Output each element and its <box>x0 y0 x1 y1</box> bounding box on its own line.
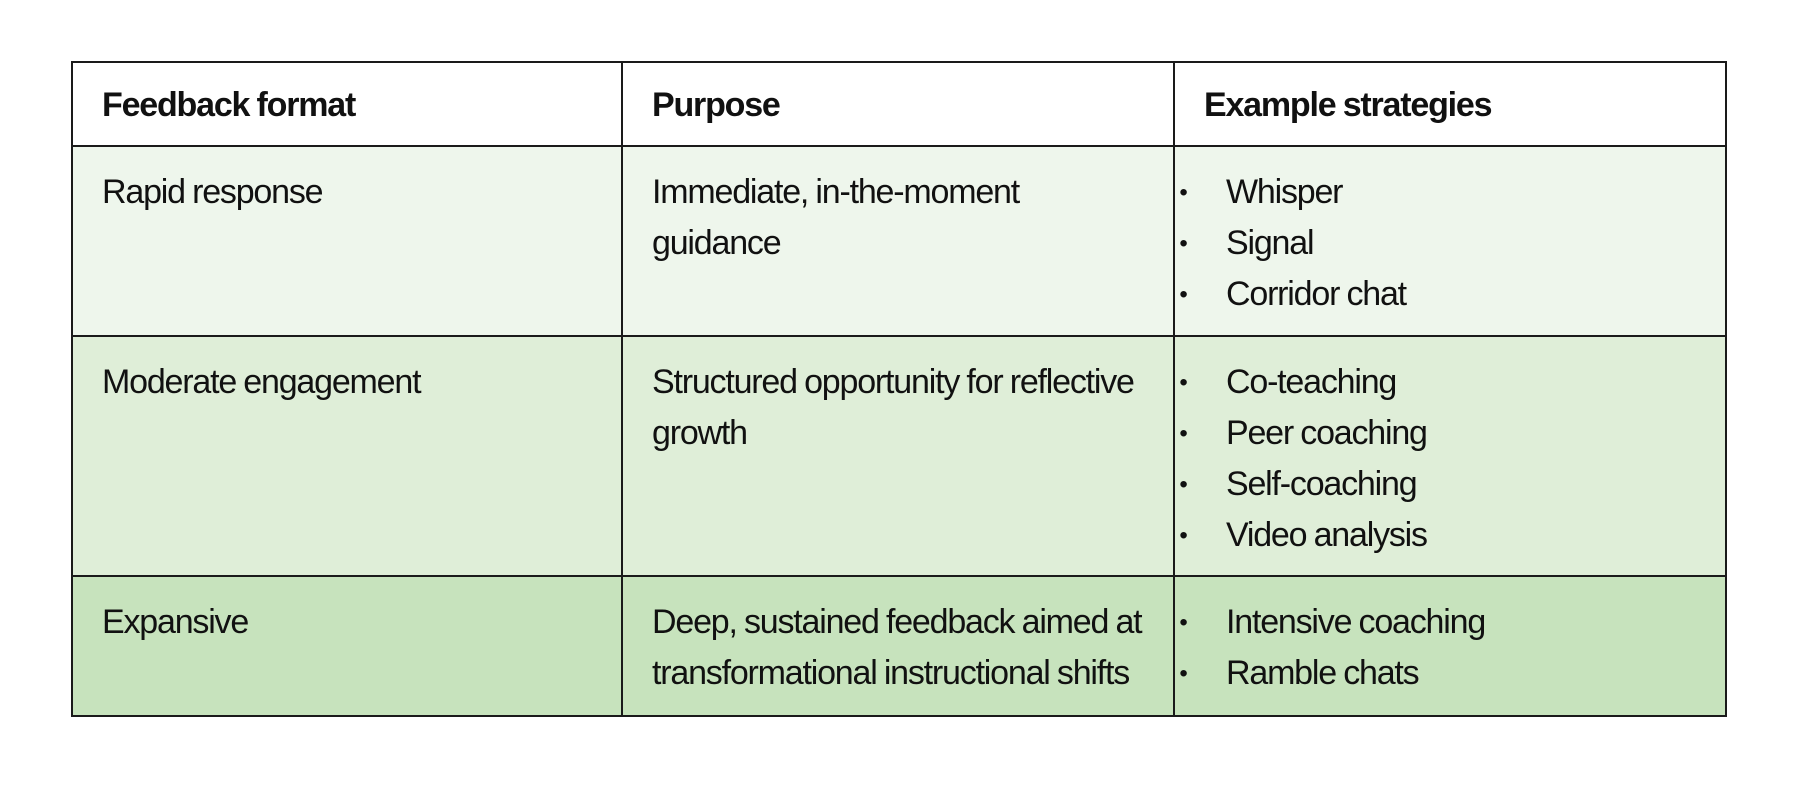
strategies-cell: • Co-teaching • Peer coaching • Self-coachi… <box>1173 335 1727 577</box>
purpose-cell: Immediate, in-the-moment guidance <box>621 145 1175 337</box>
strategy-label: Whisper <box>1226 173 1343 211</box>
format-cell: Expansive <box>71 575 623 717</box>
bullet-icon: • <box>1179 369 1187 396</box>
strategy-item: • Self-coaching <box>1176 459 1705 510</box>
strategy-label: Co-teaching <box>1226 363 1397 401</box>
bullet-icon: • <box>1179 420 1187 447</box>
strategy-label: Peer coaching <box>1226 414 1428 452</box>
strategy-label: Ramble chats <box>1226 654 1420 692</box>
strategy-label: Signal <box>1226 224 1315 262</box>
strategies-list: • Whisper • Signal • Corridor chat <box>1179 167 1705 320</box>
strategies-list: • Intensive coaching • Ramble chats <box>1179 597 1705 699</box>
table-row: Expansive Deep, sustained feedback aimed… <box>71 575 1727 717</box>
strategies-cell: • Whisper • Signal • Corridor chat <box>1173 145 1727 337</box>
bullet-icon: • <box>1179 281 1187 308</box>
bullet-icon: • <box>1179 522 1187 549</box>
table-row: Rapid response Immediate, in-the-moment … <box>71 145 1727 337</box>
strategy-label: Intensive coaching <box>1226 603 1486 641</box>
bullet-icon: • <box>1179 179 1187 206</box>
strategy-item: • Intensive coaching <box>1176 597 1705 648</box>
header-row: Feedback format Purpose Example strategi… <box>71 61 1727 147</box>
purpose-cell: Structured opportunity for reflective gr… <box>621 335 1175 577</box>
strategy-item: • Peer coaching <box>1176 408 1705 459</box>
feedback-formats-table: Feedback format Purpose Example strategi… <box>71 61 1727 717</box>
strategies-list: • Co-teaching • Peer coaching • Self-coachi… <box>1179 357 1705 561</box>
strategy-label: Self-coaching <box>1226 465 1418 503</box>
header-example-strategies: Example strategies <box>1173 61 1727 147</box>
strategy-label: Video analysis <box>1226 516 1428 554</box>
strategies-cell: • Intensive coaching • Ramble chats <box>1173 575 1727 717</box>
purpose-cell: Deep, sustained feedback aimed at transf… <box>621 575 1175 717</box>
strategy-item: • Signal <box>1176 218 1705 269</box>
bullet-icon: • <box>1179 660 1187 687</box>
header-feedback-format: Feedback format <box>71 61 623 147</box>
strategy-item: • Video analysis <box>1176 510 1705 561</box>
strategy-item: • Corridor chat <box>1176 269 1705 320</box>
format-cell: Rapid response <box>71 145 623 337</box>
strategy-item: • Whisper <box>1176 167 1705 218</box>
bullet-icon: • <box>1179 471 1187 498</box>
bullet-icon: • <box>1179 609 1187 636</box>
strategy-item: • Co-teaching <box>1176 357 1705 408</box>
table-row: Moderate engagement Structured opportuni… <box>71 335 1727 577</box>
strategy-label: Corridor chat <box>1226 275 1407 313</box>
header-purpose: Purpose <box>621 61 1175 147</box>
feedback-formats-table-container: Feedback format Purpose Example strategi… <box>71 61 1727 717</box>
format-cell: Moderate engagement <box>71 335 623 577</box>
strategy-item: • Ramble chats <box>1176 648 1705 699</box>
bullet-icon: • <box>1179 230 1187 257</box>
